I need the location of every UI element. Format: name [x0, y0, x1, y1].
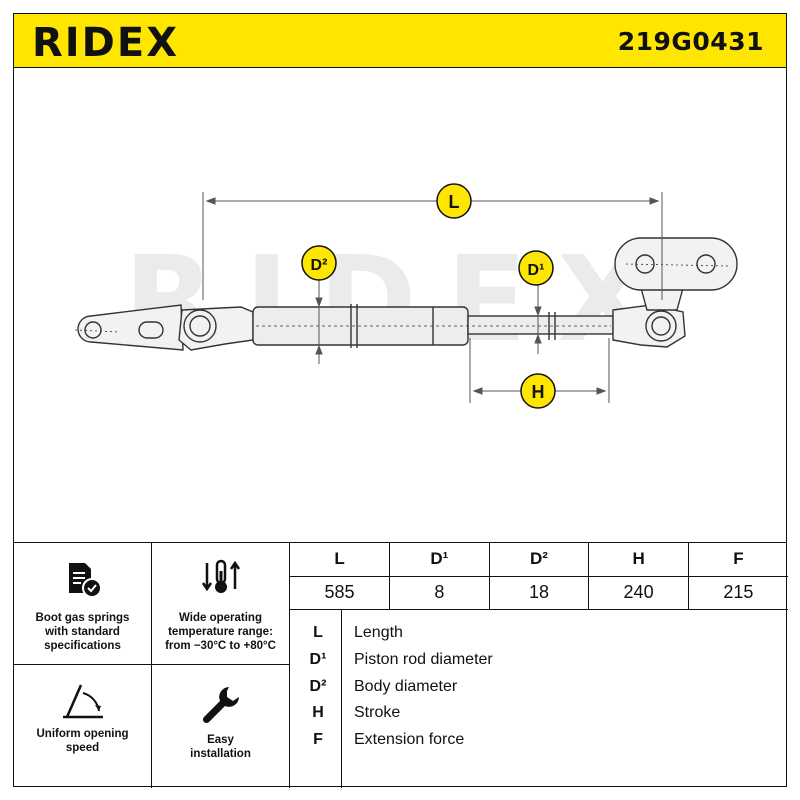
dimension-badge-H: H — [520, 373, 556, 409]
spec-value-D1: 8 — [389, 576, 490, 610]
spec-value-D2: 18 — [489, 576, 590, 610]
spec-value-F: 215 — [688, 576, 788, 610]
dimension-badge-L: L — [436, 183, 472, 219]
legend-code: D¹ — [309, 651, 327, 668]
feature-label-line: speed — [65, 742, 100, 754]
feature-label-line: with standard — [45, 626, 120, 638]
feature-label-line: specifications — [44, 640, 121, 652]
feature-standard-specs: Boot gas springs with standard specifica… — [14, 543, 152, 665]
dimension-lines — [202, 192, 663, 403]
spec-value-row: 585 8 18 240 215 — [290, 576, 788, 610]
feature-label-line: Boot gas springs — [35, 612, 130, 624]
spec-table: L D¹ D² H F 585 8 18 240 215 — [290, 543, 788, 610]
feature-label-line: temperature range: — [168, 626, 273, 638]
badge-label-D2: D² — [311, 257, 328, 274]
brand-logo: RIDEX — [32, 20, 180, 66]
feature-label-line: installation — [190, 748, 251, 760]
spec-header-D1: D¹ — [389, 543, 490, 577]
legend-divider — [341, 609, 342, 788]
part-number: 219G0431 — [617, 27, 764, 56]
opening-angle-icon — [62, 684, 103, 719]
badge-label-H: H — [532, 382, 545, 402]
spec-header-F: F — [688, 543, 788, 577]
legend-description: Length — [354, 624, 403, 641]
legend-description: Piston rod diameter — [354, 651, 493, 668]
feature-label-line: from −30°C to +80°C — [165, 640, 276, 652]
legend-row: D¹ Piston rod diameter — [290, 646, 788, 673]
spec-header-L: L — [290, 543, 391, 577]
legend-row: L Length — [290, 619, 788, 646]
legend-code: D² — [309, 678, 327, 695]
document-check-icon — [68, 563, 102, 598]
legend-code: H — [312, 704, 324, 721]
badge-label-D1: D¹ — [528, 262, 545, 279]
dimension-badge-D1: D¹ — [518, 250, 554, 286]
spec-header-D2: D² — [489, 543, 590, 577]
legend-code: L — [313, 624, 323, 641]
wrench-icon — [202, 687, 239, 724]
spec-header-H: H — [588, 543, 689, 577]
dimension-badge-D2: D² — [301, 245, 337, 281]
gas-spring-drawing: RIDEX — [74, 183, 738, 409]
feature-temperature-range: Wide operating temperature range: from −… — [152, 543, 290, 665]
legend-description: Extension force — [354, 731, 465, 748]
spec-legend: L Length D¹ Piston rod diameter D² Body … — [290, 609, 788, 788]
info-panel: Boot gas springs with standard specifica… — [13, 542, 788, 788]
legend-row: D² Body diameter — [290, 673, 788, 700]
header-bar: RIDEX 219G0431 — [13, 13, 787, 68]
legend-description: Body diameter — [354, 678, 458, 695]
legend-row: H Stroke — [290, 699, 788, 726]
feature-label-line: Uniform opening — [36, 728, 129, 740]
legend-row: F Extension force — [290, 726, 788, 753]
legend-description: Stroke — [354, 704, 401, 721]
temperature-arrows-icon — [201, 559, 240, 593]
legend-code: F — [313, 731, 323, 748]
technical-drawing-frame: RIDEX — [13, 67, 787, 543]
feature-easy-installation: Easy installation — [152, 665, 290, 788]
spec-header-row: L D¹ D² H F — [290, 543, 788, 577]
spec-value-H: 240 — [588, 576, 689, 610]
feature-label-line: Wide operating — [179, 612, 262, 624]
gas-spring-outline — [74, 237, 738, 351]
feature-label-line: Easy — [207, 734, 234, 746]
spec-value-L: 585 — [290, 576, 391, 610]
badge-label-L: L — [449, 192, 460, 212]
feature-opening-speed: Uniform opening speed — [14, 665, 152, 788]
